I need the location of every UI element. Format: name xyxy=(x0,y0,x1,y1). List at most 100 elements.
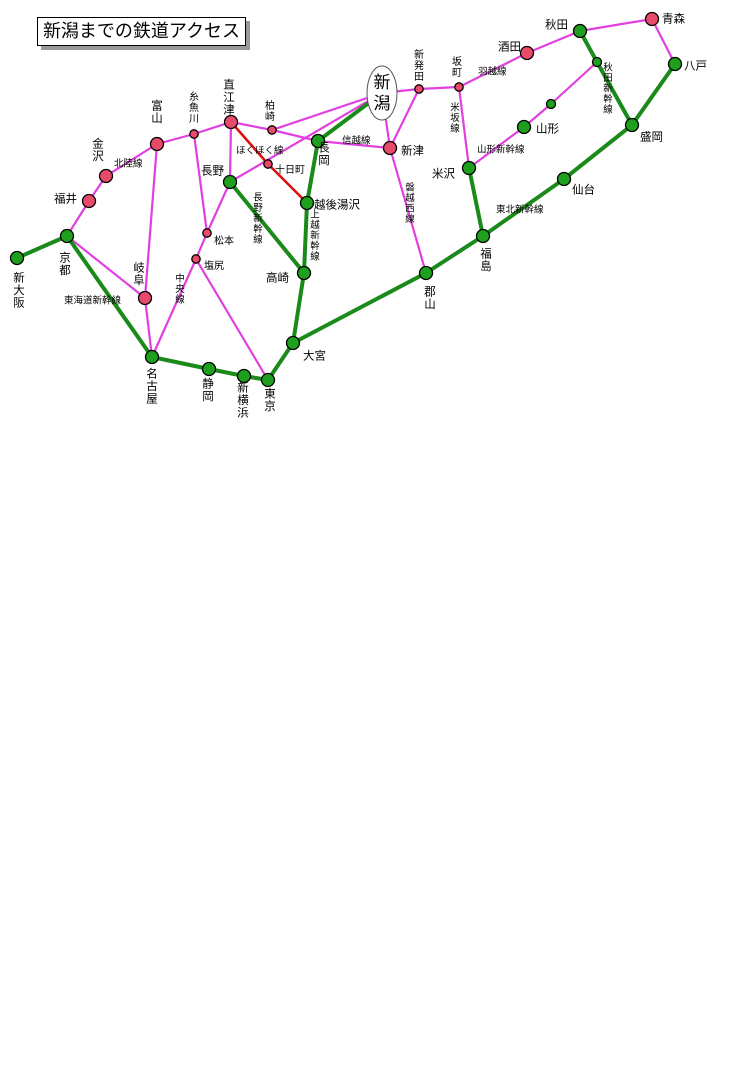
station-label-aomori-text: 青森 xyxy=(662,12,685,26)
line-label-akita-shinkansen-text: 秋田新幹線 xyxy=(603,62,613,116)
station-label-shiojiri: 塩尻 xyxy=(204,259,224,272)
rail-segment-fukushima-yonezawa xyxy=(467,166,485,238)
station-label-toyama-text: 富山 xyxy=(151,99,163,126)
line-label-uetsu: 羽越線 xyxy=(478,66,507,78)
rail-segment-kanazawa-toyama xyxy=(104,142,159,178)
line-label-hokuhoku-text: ほくほく線 xyxy=(236,145,284,157)
station-node-aomori xyxy=(644,11,660,27)
rail-segment-fukushima-sendai xyxy=(481,177,566,238)
station-node-yonezawa xyxy=(461,160,477,176)
line-label-yonesaka-text: 米坂線 xyxy=(450,102,460,135)
rail-segment-niitsu-koriyama xyxy=(388,146,428,275)
station-node-itoigawa xyxy=(189,129,199,139)
station-label-shin-osaka-text: 新大阪 xyxy=(13,271,25,310)
station-node-yamagata-north xyxy=(545,98,557,110)
station-label-toyama: 富山 xyxy=(151,99,163,126)
station-label-gifu: 岐阜 xyxy=(133,261,145,288)
station-label-niitsu-text: 新津 xyxy=(401,144,424,158)
rail-segment-sakamachi-sakata xyxy=(457,51,529,89)
station-label-yonezawa-text: 米沢 xyxy=(432,167,455,181)
station-label-kanazawa-text: 金沢 xyxy=(92,137,104,164)
rail-segment-nagaoka-niitsu xyxy=(316,139,392,150)
station-node-niitsu xyxy=(382,140,398,156)
station-node-matsumoto xyxy=(202,228,212,238)
station-label-omiya-text: 大宮 xyxy=(303,349,326,363)
station-label-matsumoto: 松本 xyxy=(214,234,234,247)
station-node-hachinohe xyxy=(667,56,683,72)
line-label-tokaido-shinkansen-text: 東海道新幹線 xyxy=(64,295,122,307)
station-label-nagoya: 名古屋 xyxy=(146,367,158,406)
station-node-koriyama xyxy=(418,265,434,281)
line-label-hokuhoku: ほくほく線 xyxy=(236,145,284,157)
rail-segment-shiojiri-tokyo xyxy=(194,257,270,382)
station-node-tokamachi xyxy=(263,159,273,169)
rail-segment-echigo-yuzawa-nagaoka xyxy=(305,139,320,205)
rail-segment-nagano-matsumoto xyxy=(205,180,232,235)
station-label-akita: 秋田 xyxy=(545,18,568,32)
station-node-akita-junction xyxy=(591,56,603,68)
rail-segment-shibata-sakamachi xyxy=(417,85,461,91)
line-label-nagano-shinkansen-text: 長野新幹線 xyxy=(253,193,263,246)
rail-segment-akita-aomori xyxy=(578,17,654,33)
station-node-fukui xyxy=(81,193,97,209)
station-label-sakata-text: 酒田 xyxy=(498,40,521,54)
line-label-tohoku-shinkansen-text: 東北新幹線 xyxy=(496,204,544,216)
line-label-joetsu-shinkansen: 上越新幹線 xyxy=(310,210,320,263)
rail-segment-shiojiri-nagoya xyxy=(150,257,198,359)
rail-segment-kyoto-nagoya xyxy=(65,234,154,359)
station-label-fukui: 福井 xyxy=(54,192,77,206)
line-label-banetsu-west-text: 磐越西線 xyxy=(405,182,415,226)
station-label-shiojiri-text: 塩尻 xyxy=(204,259,224,272)
line-label-banetsu-west: 磐越西線 xyxy=(405,182,415,226)
station-label-kyoto: 京都 xyxy=(59,251,71,278)
station-node-gifu xyxy=(137,290,153,306)
map-title: 新潟までの鉄道アクセス xyxy=(37,17,246,46)
rail-segment-morioka-hachinohe xyxy=(630,62,677,127)
station-label-shizuoka-text: 静岡 xyxy=(202,377,214,404)
station-label-yamagata: 山形 xyxy=(536,122,559,136)
station-label-sakamachi-text: 坂町 xyxy=(452,56,462,79)
station-label-kanazawa: 金沢 xyxy=(92,137,104,164)
station-node-sakata xyxy=(519,45,535,61)
rail-segment-niitsu-shibata xyxy=(388,87,421,150)
rail-segment-omiya-takasaki xyxy=(291,271,306,345)
station-node-shibata xyxy=(414,84,424,94)
station-label-kyoto-text: 京都 xyxy=(59,251,71,278)
station-label-tokamachi: 十日町 xyxy=(275,163,305,176)
rail-segment-tokamachi-echigo-yuzawa xyxy=(266,162,309,205)
station-label-shibata-text: 新発田 xyxy=(414,48,424,83)
station-label-hachinohe: 八戸 xyxy=(684,59,707,73)
line-label-nagano-shinkansen: 長野新幹線 xyxy=(253,193,263,246)
station-node-nagaoka xyxy=(310,133,326,149)
rail-segment-morioka-akita-junction xyxy=(595,60,634,127)
station-label-kashiwazaki: 柏崎 xyxy=(265,99,275,123)
station-label-itoigawa: 糸魚川 xyxy=(189,91,199,125)
line-label-hokuriku: 北陸線 xyxy=(114,158,143,170)
rail-segment-aomori-hachinohe xyxy=(650,17,677,66)
station-node-kashiwazaki xyxy=(267,125,277,135)
station-label-shin-yokohama-text: 新横浜 xyxy=(237,381,249,420)
station-label-sakamachi: 坂町 xyxy=(452,56,462,79)
niigata-highlight-oval xyxy=(366,65,398,121)
rail-segment-naoetsu-tokamachi xyxy=(229,120,270,166)
rail-segment-yonezawa-yamagata xyxy=(467,125,526,170)
station-label-itoigawa-text: 糸魚川 xyxy=(189,91,199,125)
station-node-nagano xyxy=(222,174,238,190)
line-label-uetsu-text: 羽越線 xyxy=(478,66,507,78)
rail-segment-takasaki-echigo-yuzawa xyxy=(302,201,309,275)
line-label-yamagata-shinkansen: 山形新幹線 xyxy=(477,144,525,156)
line-label-shinetsu-text: 信越線 xyxy=(342,135,371,147)
line-label-yamagata-shinkansen-text: 山形新幹線 xyxy=(477,144,525,156)
rail-segment-sakata-akita xyxy=(525,29,582,55)
station-label-naoetsu: 直江津 xyxy=(223,78,235,117)
rail-segment-takasaki-nagano xyxy=(228,180,306,275)
line-label-chuo: 中央線 xyxy=(175,273,185,306)
station-label-nagaoka-text: 長岡 xyxy=(318,141,330,168)
rail-segment-omiya-koriyama xyxy=(291,271,428,345)
station-node-kyoto xyxy=(59,228,75,244)
rail-segment-naoetsu-nagano xyxy=(228,120,233,184)
rail-segment-toyama-gifu xyxy=(143,142,159,300)
station-label-fukushima-text: 福島 xyxy=(480,247,492,274)
rail-segment-gifu-nagoya xyxy=(143,296,154,359)
station-label-shin-osaka: 新大阪 xyxy=(13,271,25,310)
